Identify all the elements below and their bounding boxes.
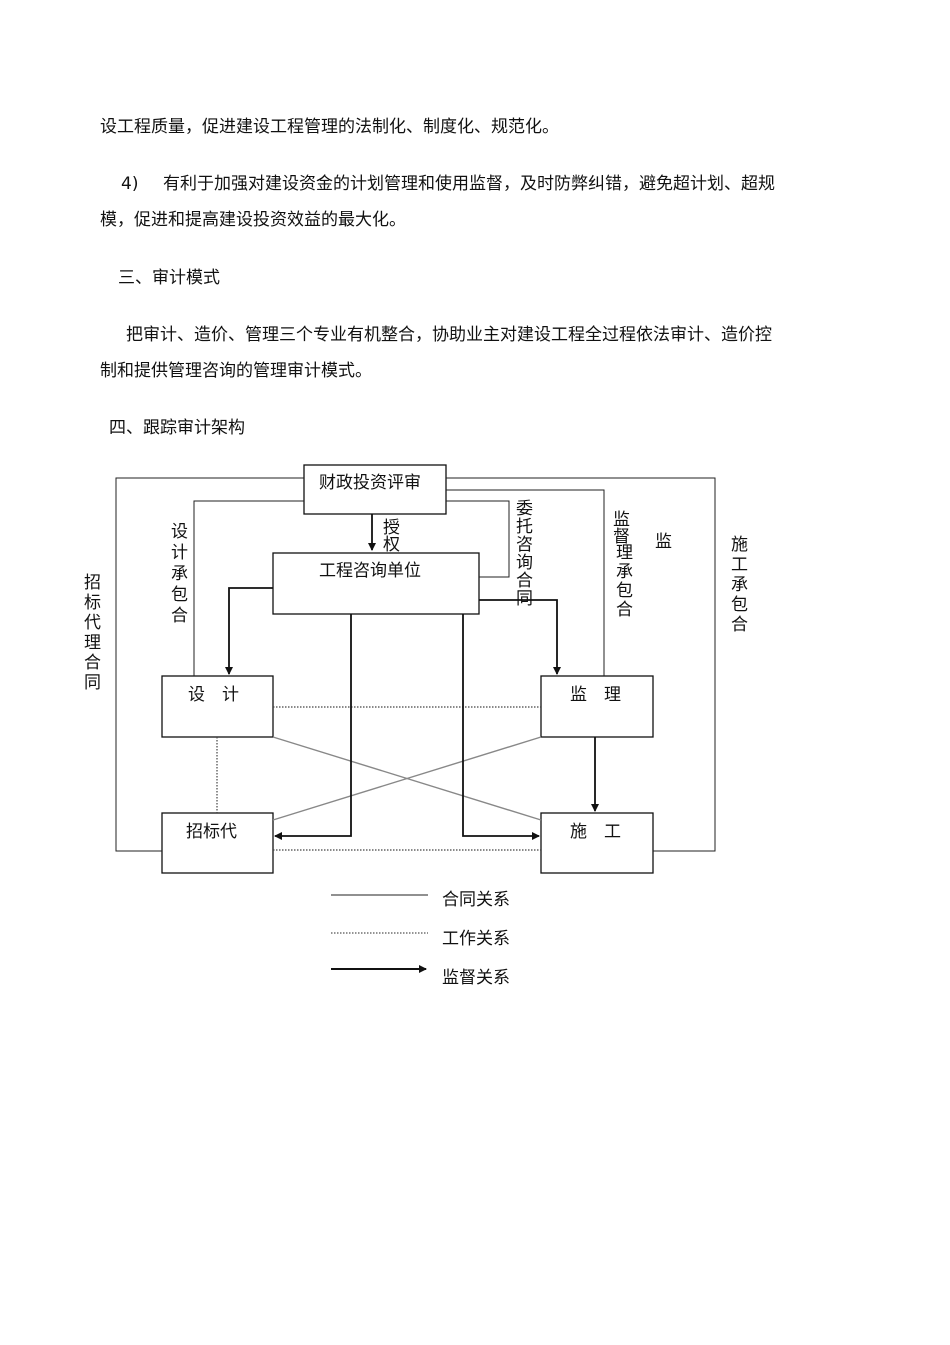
node-consult: 工程咨询单位 [319,561,421,581]
label-bidding-contract: 招标代理合同 [80,573,100,693]
label-authorize: 授权 [379,518,399,552]
node-construct: 施 工 [570,822,621,842]
work-lines [216,706,541,851]
cross-lines [272,736,542,821]
paragraph-1: 设工程质量，促进建设工程管理的法制化、制度化、规范化。 [100,117,559,137]
supervision-arrows [225,514,599,840]
node-box-consult [272,552,480,615]
node-design: 设 计 [188,685,239,705]
label-entrust-contract: 委托咨询合同 [512,499,532,607]
label-supervision-top: 监督 [609,510,629,544]
node-supervise: 监 理 [570,685,621,705]
paragraph-3-line-2: 制和提供管理咨询的管理审计模式。 [100,361,372,381]
label-supervision-contract: 理承包合 [612,543,632,619]
node-box-supervise [540,675,654,738]
node-box-bidding [161,812,274,874]
list-number: 4) [121,174,139,194]
contract-lines [115,477,716,852]
legend-work: 工作关系 [442,929,510,949]
node-box-construct [540,812,654,874]
node-box-finance [303,464,447,515]
legend-contract: 合同关系 [442,890,510,910]
legend-supervision: 监督关系 [442,968,510,988]
paragraph-2-line-1: 有利于加强对建设资金的计划管理和使用监督，及时防弊纠错，避免超计划、超规 [163,174,775,194]
section-heading-4: 四、跟踪审计架构 [109,418,245,438]
label-construction-contract: 施工承包合 [727,535,747,635]
node-finance: 财政投资评审 [319,473,421,493]
label-supervision-extra: 监 [655,532,672,552]
label-design-contract: 设计承包合 [167,522,187,627]
node-bidding: 招标代 [186,822,237,842]
section-heading-3: 三、审计模式 [118,268,220,288]
paragraph-2-line-2: 模，促进和提高建设投资效益的最大化。 [100,210,406,230]
paragraph-3-line-1: 把审计、造价、管理三个专业有机整合，协助业主对建设工程全过程依法审计、造价控 [126,325,772,345]
